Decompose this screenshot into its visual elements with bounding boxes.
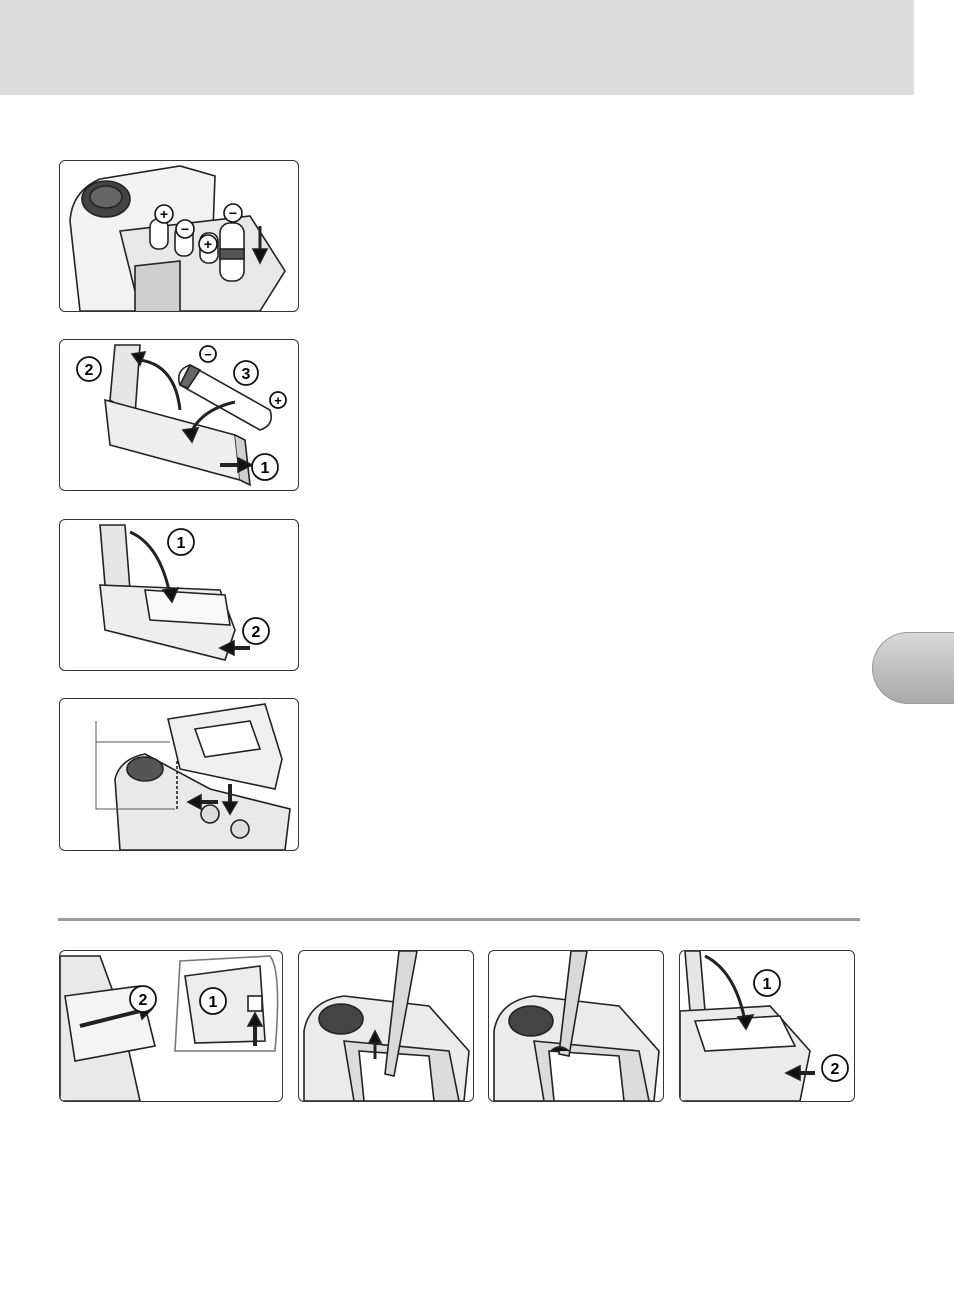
- step-1-label: 1: [261, 460, 270, 477]
- sign-minus: −: [204, 347, 212, 362]
- figure-remove-holder: 2 1: [59, 950, 283, 1102]
- step-1-label: 1: [209, 994, 218, 1011]
- figure-close-holder: 1 2: [59, 519, 299, 671]
- step-3-label: 3: [242, 366, 251, 383]
- sign-minus-1: −: [181, 221, 189, 237]
- sign-plus-1: +: [160, 206, 168, 222]
- figure-insert-batteries: + − + −: [59, 160, 299, 312]
- step-1-label: 1: [177, 535, 186, 552]
- figure-close-lid: 1 2: [679, 950, 855, 1102]
- figure-insert-holder: [59, 698, 299, 851]
- sign-plus-2: +: [204, 236, 212, 252]
- sign-minus-2: −: [229, 205, 237, 221]
- header-band: [0, 0, 914, 95]
- section-tab: [872, 632, 954, 704]
- figure-pry-tool-2: [488, 950, 664, 1102]
- sign-plus: +: [274, 393, 282, 408]
- step-2-label: 2: [85, 362, 94, 379]
- step-2-label: 2: [252, 624, 261, 641]
- step-2-label: 2: [139, 992, 148, 1009]
- section-divider: [58, 918, 860, 921]
- step-1-label: 1: [763, 976, 772, 993]
- figure-battery-holder-open: 2 3 1 − +: [59, 339, 299, 491]
- step-2-label: 2: [831, 1061, 840, 1078]
- figure-pry-tool-1: [298, 950, 474, 1102]
